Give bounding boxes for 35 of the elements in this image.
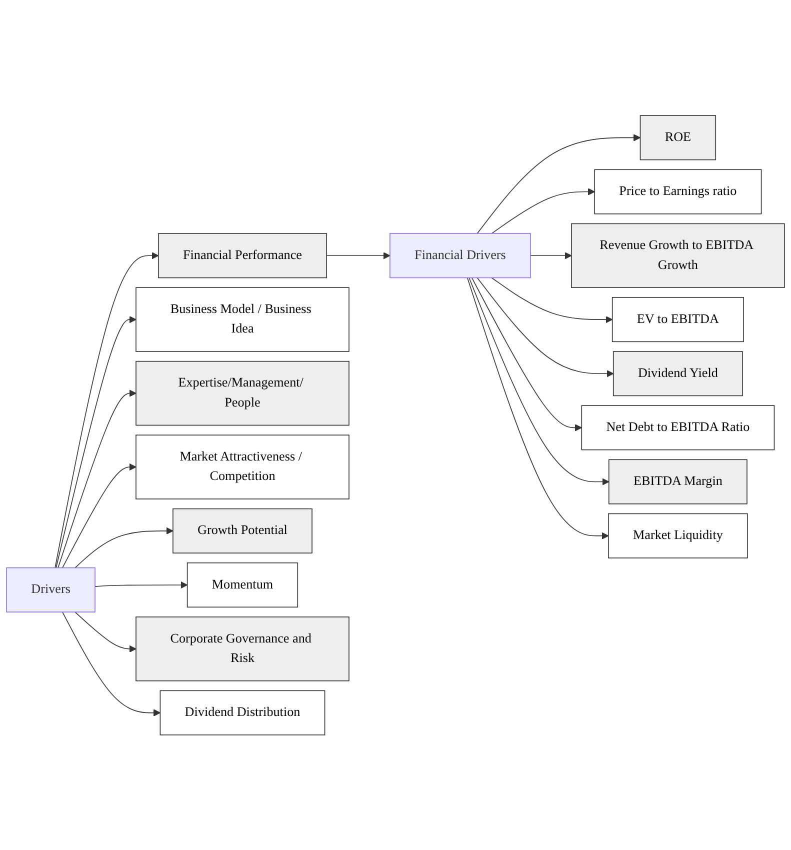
arrow <box>476 277 614 377</box>
node-box: ROE <box>640 114 716 160</box>
arrow <box>74 611 136 652</box>
node-box: Momentum <box>186 562 298 608</box>
node-box: Dividend Yield <box>612 350 743 396</box>
arrow <box>491 188 595 234</box>
arrow <box>58 389 136 568</box>
node-box: Business Model / Business Idea <box>136 286 350 352</box>
arrow <box>466 277 609 540</box>
node-box: Expertise/Management/ People <box>136 360 350 426</box>
node-box: Dividend Distribution <box>160 690 326 736</box>
arrow <box>56 316 136 568</box>
arrow <box>530 252 572 260</box>
node-box: Drivers <box>6 567 96 612</box>
arrow <box>62 611 161 716</box>
arrow <box>491 277 613 323</box>
arrow <box>471 277 582 432</box>
node-box: Net Debt to EBITDA Ratio <box>581 404 775 450</box>
node-box: Financial Drivers <box>390 232 531 278</box>
node-box: EV to EBITDA <box>612 296 744 342</box>
node-box: Market Attractiveness / Competition <box>136 434 350 500</box>
node-box: Growth Potential <box>172 508 312 554</box>
arrow <box>468 277 610 486</box>
node-box: Financial Performance <box>158 232 327 278</box>
node-box: Market Liquidity <box>608 513 748 558</box>
node-box: Corporate Governance and Risk <box>136 616 350 681</box>
arrow <box>326 252 390 260</box>
arrow <box>62 463 136 568</box>
arrow <box>94 581 188 588</box>
arrow <box>54 252 159 568</box>
node-box: Price to Earnings ratio <box>594 168 762 214</box>
arrow <box>74 527 174 568</box>
node-box: Revenue Growth to EBITDA Growth <box>571 223 785 288</box>
node-box: EBITDA Margin <box>608 458 748 504</box>
arrow <box>476 134 641 234</box>
